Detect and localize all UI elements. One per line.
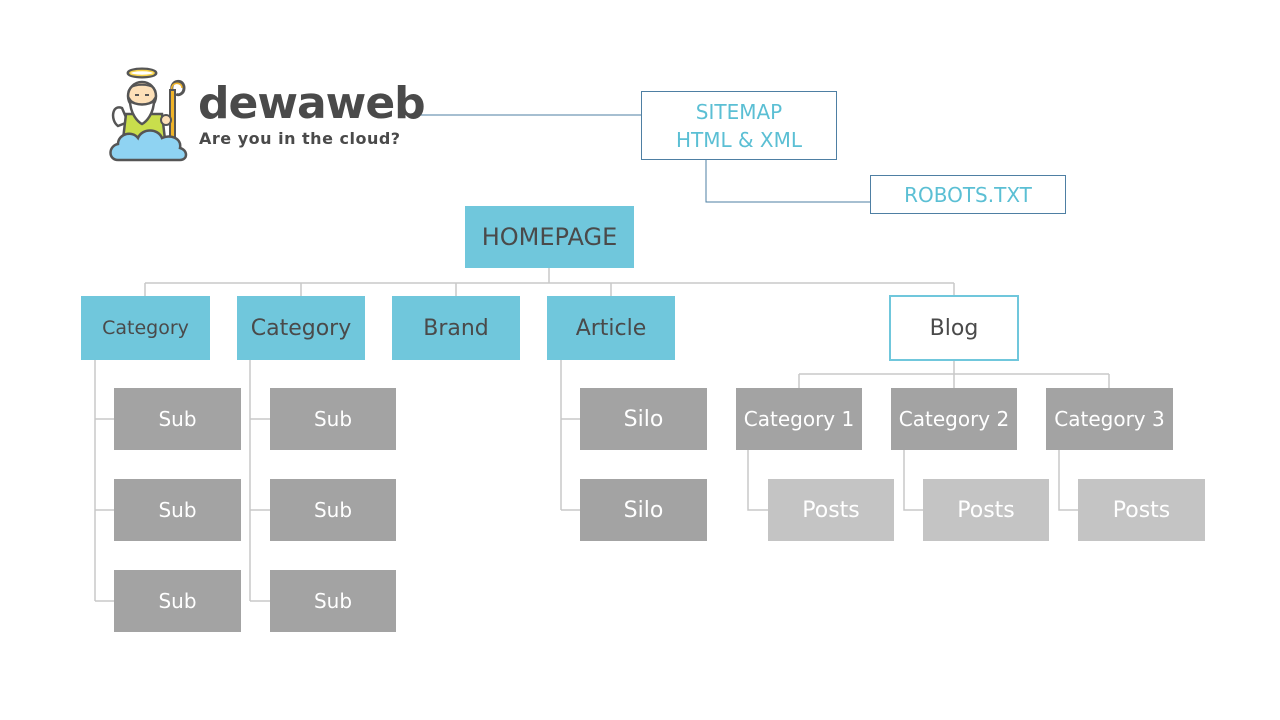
sub-node-label: Sub (313, 589, 353, 613)
sitemap-line1: SITEMAP (695, 99, 783, 124)
blog-tree-connector (798, 359, 1110, 388)
article-node-label: Article (575, 315, 647, 341)
category-node-2: Category (237, 296, 365, 360)
article-silo-connector (560, 359, 580, 511)
silo-node-label: Silo (623, 497, 664, 523)
robots-label: ROBOTS.TXT (904, 182, 1032, 207)
sub-node: Sub (114, 479, 241, 541)
sub-node-label: Sub (158, 407, 197, 431)
category-node-2-label: Category (250, 315, 352, 341)
robots-box: ROBOTS.TXT (870, 175, 1066, 214)
blog-node: Blog (889, 295, 1019, 361)
silo-node: Silo (580, 479, 707, 541)
silo-node-label: Silo (623, 406, 664, 432)
blog-category-node: Category 3 (1046, 388, 1173, 450)
sub-node: Sub (270, 570, 396, 632)
brand-node: Brand (392, 296, 520, 360)
posts-node-label: Posts (802, 497, 860, 523)
posts-node-label: Posts (1112, 497, 1171, 523)
blog-category-label: Category 2 (898, 407, 1010, 431)
sitemap-line2: HTML & XML (675, 127, 803, 152)
blog-category-node: Category 2 (891, 388, 1017, 450)
posts-node: Posts (1078, 479, 1205, 541)
silo-node: Silo (580, 388, 707, 450)
category1-sub-connector (94, 359, 114, 602)
angel-mascot-icon (109, 67, 188, 162)
blog-category-label: Category 3 (1054, 407, 1165, 431)
homepage-tree-connector (144, 267, 955, 296)
posts-node-label: Posts (957, 497, 1015, 523)
sub-node: Sub (114, 388, 241, 450)
sitemap-box: SITEMAP HTML & XML (641, 91, 837, 160)
sitemap-robots-connector (705, 159, 870, 203)
blog-category-node: Category 1 (736, 388, 862, 450)
sub-node-label: Sub (158, 589, 197, 613)
sub-node: Sub (270, 479, 396, 541)
sub-node: Sub (270, 388, 396, 450)
sub-node-label: Sub (313, 407, 353, 431)
article-node: Article (547, 296, 675, 360)
logo-wordmark: dewaweb (198, 78, 426, 129)
brand-node-label: Brand (423, 315, 489, 341)
posts-node: Posts (768, 479, 894, 541)
sub-node: Sub (114, 570, 241, 632)
sub-node-label: Sub (158, 498, 197, 522)
homepage-label: HOMEPAGE (481, 223, 618, 251)
category2-sub-connector (249, 359, 270, 602)
sub-node-label: Sub (313, 498, 353, 522)
blog-category-label: Category 1 (743, 407, 855, 431)
category-node-1-label: Category (102, 317, 189, 339)
homepage-node: HOMEPAGE (465, 206, 634, 268)
category-node-1: Category (81, 296, 210, 360)
blog-node-label: Blog (929, 315, 979, 341)
logo-tagline: Are you in the cloud? (199, 129, 401, 148)
posts-connector (747, 449, 1078, 511)
posts-node: Posts (923, 479, 1049, 541)
